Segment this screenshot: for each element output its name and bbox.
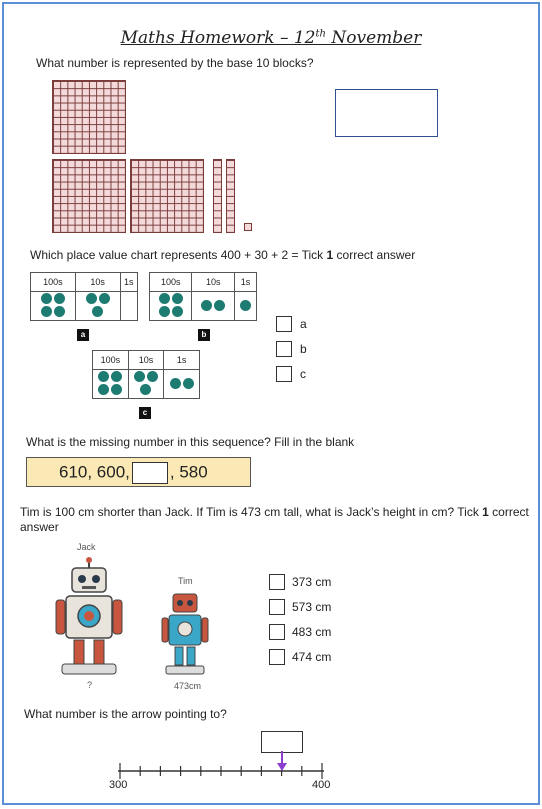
cell-ones	[163, 369, 200, 399]
cell-ones	[233, 291, 258, 321]
header-hundreds: 100s	[30, 272, 76, 292]
cell-tens	[191, 291, 235, 321]
option-label-a: a	[300, 317, 307, 331]
header-hundreds: 100s	[148, 272, 193, 292]
checkbox-option-573[interactable]	[269, 599, 285, 615]
question-2-text: Which place value chart represents 400 +…	[30, 248, 415, 262]
ten-rod	[226, 159, 235, 233]
question-4-text: Tim is 100 cm shorter than Jack. If Tim …	[20, 505, 530, 535]
option-label-c: c	[300, 367, 306, 381]
header-tens: 10s	[191, 272, 235, 292]
option-label-573: 573 cm	[292, 600, 332, 614]
option-label-483: 483 cm	[292, 625, 332, 639]
cell-hundreds	[148, 291, 193, 321]
cell-hundreds	[92, 369, 129, 399]
sequence-start: 610, 600,	[59, 462, 130, 482]
hundred-block	[130, 159, 204, 233]
q2-text-pre: Which place value chart represents 400 +…	[30, 248, 327, 262]
header-ones: 1s	[163, 350, 200, 370]
one-cube	[244, 223, 252, 231]
question-1-text: What number is represented by the base 1…	[36, 56, 314, 70]
checkbox-option-c[interactable]	[276, 366, 292, 382]
page-title: Maths Homework – 12th November	[4, 28, 538, 48]
tim-robot-icon	[161, 593, 209, 675]
question-3-text: What is the missing number in this seque…	[26, 435, 355, 449]
number-line-end: 400	[312, 779, 331, 791]
option-label-b: b	[300, 342, 307, 356]
sequence-box: 610, 600, , 580	[26, 457, 251, 487]
sequence-end: , 580	[169, 462, 208, 482]
chart-tag-a: a	[77, 329, 89, 341]
cell-ones	[119, 291, 139, 321]
header-ones: 1s	[119, 272, 139, 292]
cell-hundreds	[30, 291, 76, 321]
jack-robot-icon	[55, 557, 123, 675]
number-line-start: 300	[109, 779, 128, 791]
option-label-474: 474 cm	[292, 650, 332, 664]
cell-tens	[127, 369, 165, 399]
question-5-text: What number is the arrow pointing to?	[24, 707, 227, 721]
number-line	[118, 751, 324, 779]
header-ones: 1s	[233, 272, 258, 292]
q4-text-post: correct answer	[20, 505, 529, 534]
checkbox-option-b[interactable]	[276, 341, 292, 357]
answer-box[interactable]	[335, 89, 438, 137]
title-rest: November	[325, 28, 422, 48]
cell-tens	[74, 291, 121, 321]
jack-label: Jack	[77, 542, 96, 552]
q2-bold: 1	[326, 248, 334, 262]
ten-rod	[213, 159, 222, 233]
header-hundreds: 100s	[92, 350, 129, 370]
title-sup: th	[315, 28, 326, 40]
tim-height: 473cm	[174, 681, 202, 691]
hundred-block	[52, 80, 126, 154]
tim-label: Tim	[178, 576, 193, 586]
q4-text-pre: Tim is 100 cm shorter than Jack. If Tim …	[20, 505, 483, 519]
option-label-373: 373 cm	[292, 575, 332, 589]
checkbox-option-474[interactable]	[269, 649, 285, 665]
hundred-block	[52, 159, 126, 233]
checkbox-option-373[interactable]	[269, 574, 285, 590]
header-tens: 10s	[74, 272, 121, 292]
chart-tag-c: c	[139, 407, 151, 419]
jack-height: ?	[87, 680, 93, 690]
chart-tag-b: b	[198, 329, 210, 341]
checkbox-option-a[interactable]	[276, 316, 292, 332]
header-tens: 10s	[127, 350, 165, 370]
checkbox-option-483[interactable]	[269, 624, 285, 640]
q2-text-post: correct answer	[333, 248, 416, 262]
sequence-blank-input[interactable]	[131, 462, 168, 484]
title-main: Maths Homework – 12	[120, 28, 316, 48]
q4-bold: 1	[482, 505, 489, 519]
